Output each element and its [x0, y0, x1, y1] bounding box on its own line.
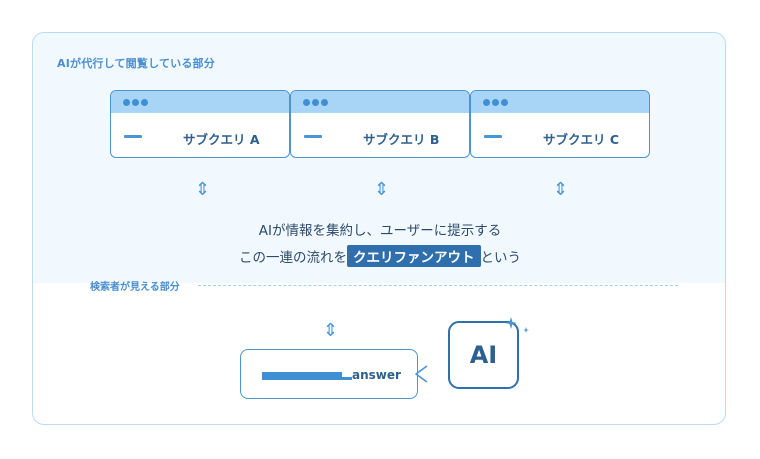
text-line-icon [304, 135, 322, 138]
window-dot-icon [141, 99, 148, 106]
query-fanout-highlight: クエリファンアウト [347, 245, 481, 267]
subquery-window-b: サブクエリ B [290, 90, 470, 158]
upper-section-label: AIが代行して閲覧している部分 [57, 57, 215, 70]
answer-text: answer [352, 368, 401, 382]
window-dot-icon [483, 99, 490, 106]
text-line-icon [262, 377, 352, 380]
window-dot-icon [312, 99, 319, 106]
chevron-left-icon [415, 365, 428, 383]
subquery-title: サブクエリ C [543, 132, 620, 147]
ai-icon: AI [448, 321, 519, 389]
up-down-arrow-icon: ⇕ [195, 179, 211, 200]
text-line-icon [484, 135, 502, 138]
answer-box: answer [240, 349, 418, 399]
window-titlebar [111, 91, 289, 113]
text-line-icon [124, 135, 142, 138]
subquery-window-c: サブクエリ C [470, 90, 650, 158]
caption-line-1: AIが情報を集約し、ユーザーに提示する [258, 223, 502, 239]
caption-prefix: この一連の流れを [239, 250, 347, 266]
subquery-window-a: サブクエリ A [110, 90, 290, 158]
window-dot-icon [492, 99, 499, 106]
caption-suffix: という [480, 250, 522, 266]
caption-line-2: この一連の流れをクエリファンアウトという [0, 245, 760, 267]
window-dot-icon [501, 99, 508, 106]
sparkle-icon [505, 317, 529, 333]
window-dot-icon [132, 99, 139, 106]
up-down-arrow-icon: ⇕ [553, 179, 569, 200]
window-dot-icon [303, 99, 310, 106]
window-dot-icon [123, 99, 130, 106]
up-down-arrow-icon: ⇕ [323, 320, 339, 341]
window-titlebar [291, 91, 469, 113]
text-line-icon [262, 372, 342, 377]
section-divider [198, 285, 678, 286]
subquery-title: サブクエリ B [363, 132, 440, 147]
up-down-arrow-icon: ⇕ [374, 179, 390, 200]
subquery-title: サブクエリ A [183, 132, 260, 147]
window-dot-icon [321, 99, 328, 106]
lower-section-label: 検索者が見える部分 [90, 282, 180, 293]
window-titlebar [471, 91, 649, 113]
